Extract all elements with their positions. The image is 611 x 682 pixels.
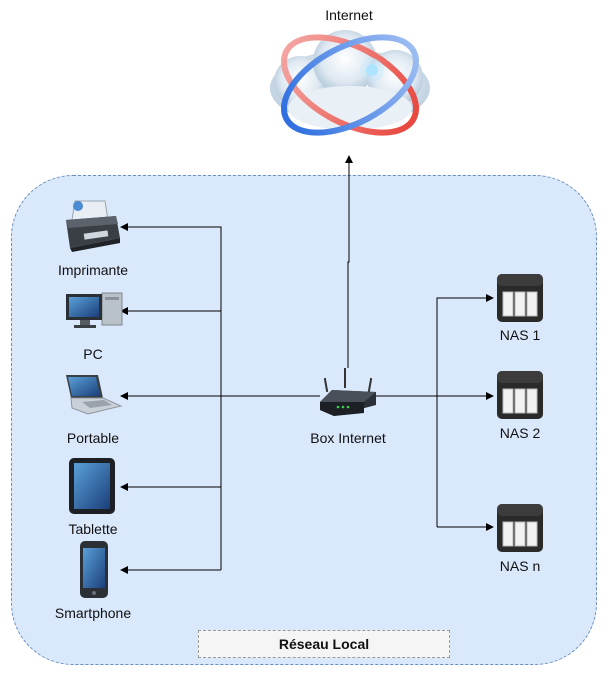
edge-bus-nas1 [436, 294, 494, 527]
router-label: Box Internet [310, 430, 386, 446]
local-network-region [11, 175, 597, 665]
nas-label-n: NAS n [499, 558, 541, 574]
device-label-pc: PC [83, 346, 103, 362]
device-label-smartphone: Smartphone [54, 605, 132, 621]
printer-icon [66, 200, 120, 252]
edge-router-internet [345, 155, 353, 368]
edge-bus-printer [120, 223, 222, 570]
internet-label: Internet [325, 7, 373, 23]
device-label-printer: Imprimante [57, 262, 129, 278]
laptop-icon [66, 375, 123, 415]
smartphone-icon [80, 541, 108, 598]
region-title: Réseau Local [198, 630, 450, 658]
nas-label-2: NAS 2 [499, 425, 541, 441]
nas-icon-1 [497, 274, 543, 322]
router-icon [320, 368, 376, 416]
device-label-laptop: Portable [66, 430, 120, 446]
internet-cloud-icon [270, 30, 430, 136]
nas-icon-n [497, 504, 543, 552]
nas-icon-2 [497, 371, 543, 419]
nas-label-1: NAS 1 [499, 327, 541, 343]
connection-edges [120, 155, 494, 574]
device-label-tablet: Tablette [68, 521, 118, 537]
tablet-icon [69, 458, 115, 514]
desktop-pc-icon [66, 292, 123, 328]
